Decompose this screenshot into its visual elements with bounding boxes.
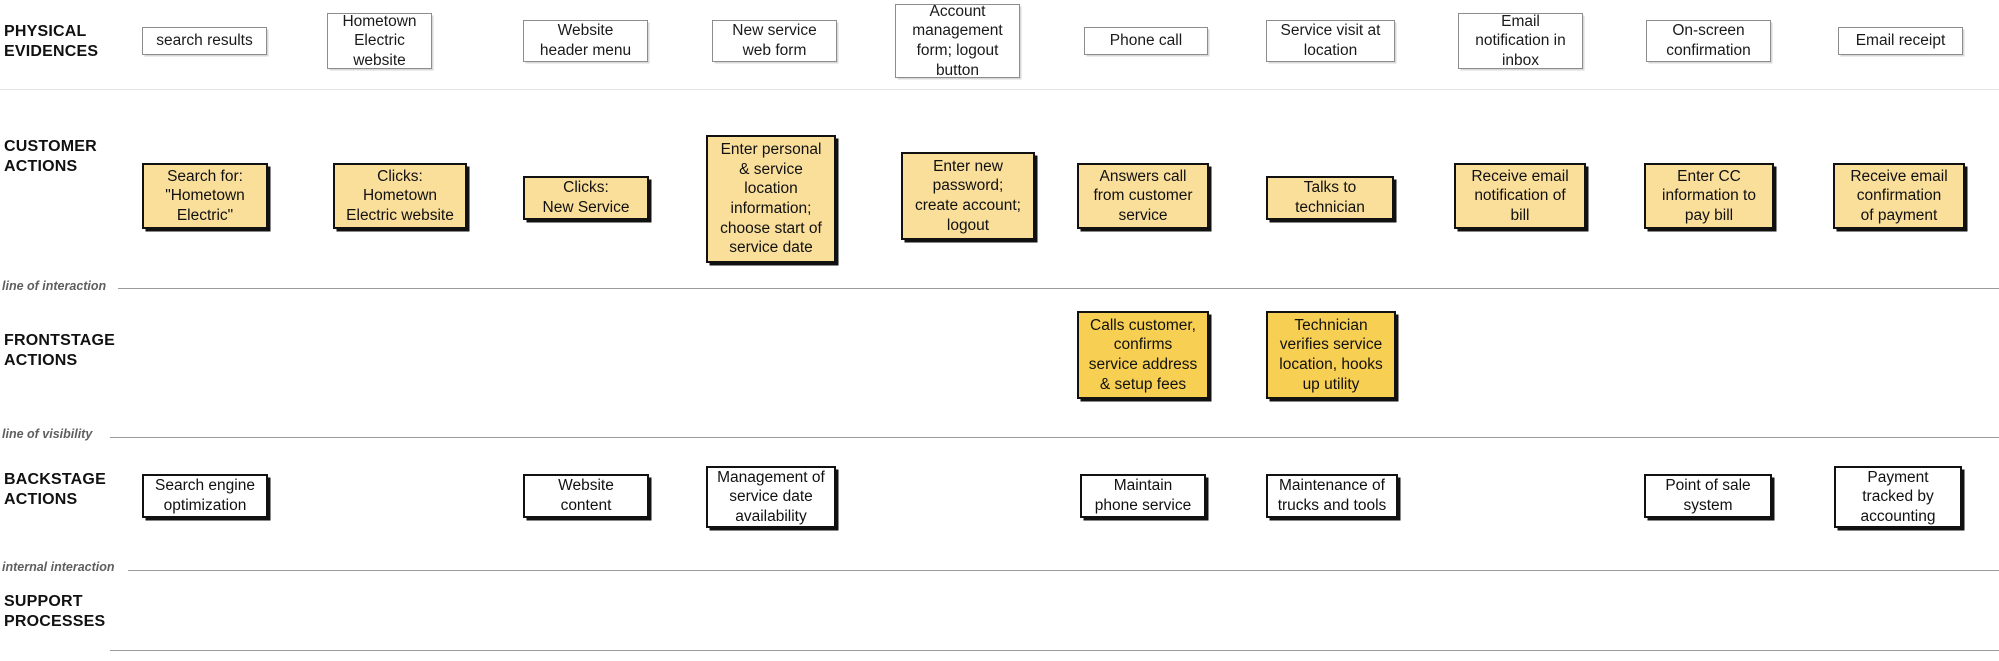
physical-evidence-box-on-screen-confirmation[interactable]: On-screen confirmation xyxy=(1646,20,1771,62)
physical-evidence-text: New service web form xyxy=(732,22,817,59)
physical-evidence-text: Phone call xyxy=(1109,32,1183,50)
customer-action-box-receive-email-notification-of-bill[interactable]: Receive email notification of bill xyxy=(1454,163,1586,229)
physical-evidence-text: Service visit at location xyxy=(1280,22,1381,59)
separator-label-line-of-interaction: line of interaction xyxy=(2,279,107,293)
backstage-action-box-maintain-phone-service[interactable]: Maintain phone service xyxy=(1080,474,1206,518)
separator-label-line-of-visibility: line of visibility xyxy=(2,427,93,441)
physical-evidence-text: search results xyxy=(156,32,253,50)
physical-evidence-text: Hometown Electric website xyxy=(342,12,417,69)
customer-action-box-enter-personal-service-location-info[interactable]: Enter personal & service location inform… xyxy=(706,135,836,263)
backstage-action-text: Search engine optimization xyxy=(155,477,255,514)
physical-evidence-box-email-notification-in-inbox[interactable]: Email notification in inbox xyxy=(1458,13,1583,69)
row-label-support-processes: SUPPORT PROCESSES xyxy=(4,593,106,630)
physical-evidence-box-phone-call[interactable]: Phone call xyxy=(1084,27,1208,55)
physical-evidence-box-account-management-form[interactable]: Account management form; logout button xyxy=(895,2,1020,79)
backstage-action-box-payment-tracked-by-accounting[interactable]: Payment tracked by accounting xyxy=(1834,466,1962,528)
backstage-action-text: Payment tracked by accounting xyxy=(1860,468,1936,525)
separator-line-of-visibility xyxy=(110,437,1999,438)
physical-evidence-text: Website header menu xyxy=(539,22,632,59)
backstage-action-box-point-of-sale-system[interactable]: Point of sale system xyxy=(1644,474,1772,518)
customer-action-box-enter-new-password-create-account-logout[interactable]: Enter new password; create account; logo… xyxy=(901,152,1035,240)
physical-evidence-box-email-receipt[interactable]: Email receipt xyxy=(1838,27,1963,55)
customer-action-text: Enter CC information to pay bill xyxy=(1662,167,1756,224)
backstage-action-text: Maintain phone service xyxy=(1094,477,1192,514)
customer-action-text: Talks to technician xyxy=(1295,179,1365,216)
physical-evidence-box-website-header-menu[interactable]: Website header menu xyxy=(523,20,648,62)
divider-support-processes xyxy=(110,650,1999,651)
backstage-action-text: Management of service date availability xyxy=(717,468,825,525)
customer-action-text: Clicks: New Service xyxy=(542,179,630,216)
customer-action-box-clicks-hometown-electric-website[interactable]: Clicks: Hometown Electric website xyxy=(333,163,467,229)
physical-evidence-box-hometown-electric-website[interactable]: Hometown Electric website xyxy=(327,13,432,69)
frontstage-action-text: Technician verifies service location, ho… xyxy=(1279,316,1383,393)
row-label-physical-evidences: PHYSICAL EVIDENCES xyxy=(4,23,99,60)
customer-action-box-talks-to-technician[interactable]: Talks to technician xyxy=(1266,176,1394,220)
physical-evidence-text: Email receipt xyxy=(1855,32,1946,50)
support-processes-lane xyxy=(142,585,1962,645)
backstage-action-box-search-engine-optimization[interactable]: Search engine optimization xyxy=(142,474,268,518)
customer-action-box-enter-cc-information-to-pay-bill[interactable]: Enter CC information to pay bill xyxy=(1644,163,1774,229)
customer-action-box-answers-call-from-customer-service[interactable]: Answers call from customer service xyxy=(1077,163,1209,229)
separator-label-internal-interaction: internal interaction xyxy=(2,560,115,574)
backstage-action-box-website-content[interactable]: Website content xyxy=(523,474,649,518)
customer-action-text: Search for: "Hometown Electric" xyxy=(165,167,245,224)
physical-evidence-box-new-service-web-form[interactable]: New service web form xyxy=(712,20,837,62)
customer-action-box-receive-email-confirmation-of-payment[interactable]: Receive email confirmation of payment xyxy=(1833,163,1965,229)
backstage-action-box-maintenance-of-trucks-and-tools[interactable]: Maintenance of trucks and tools xyxy=(1266,474,1398,518)
physical-evidence-box-search-results[interactable]: search results xyxy=(142,27,267,55)
row-label-customer-actions: CUSTOMER ACTIONS xyxy=(4,138,97,175)
divider-physical-evidence xyxy=(0,89,1999,90)
backstage-action-text: Maintenance of trucks and tools xyxy=(1277,477,1387,514)
separator-internal-interaction xyxy=(128,570,1999,571)
customer-action-text: Answers call from customer service xyxy=(1093,167,1193,224)
backstage-action-text: Point of sale system xyxy=(1665,477,1751,514)
row-label-frontstage-actions: FRONTSTAGE ACTIONS xyxy=(4,332,116,369)
frontstage-action-box-calls-customer-confirms-service-address[interactable]: Calls customer, confirms service address… xyxy=(1077,311,1209,399)
customer-action-box-clicks-new-service[interactable]: Clicks: New Service xyxy=(523,176,649,220)
backstage-action-box-management-of-service-date-availability[interactable]: Management of service date availability xyxy=(706,466,836,528)
physical-evidence-text: Email notification in inbox xyxy=(1475,12,1566,69)
physical-evidence-text: On-screen confirmation xyxy=(1666,22,1751,59)
customer-action-text: Receive email notification of bill xyxy=(1471,167,1569,224)
customer-action-box-search-for-hometown-electric[interactable]: Search for: "Hometown Electric" xyxy=(142,163,268,229)
backstage-action-text: Website content xyxy=(558,477,614,514)
frontstage-action-text: Calls customer, confirms service address… xyxy=(1088,316,1198,393)
customer-action-text: Receive email confirmation of payment xyxy=(1850,167,1948,224)
customer-action-text: Enter new password; create account; logo… xyxy=(915,157,1021,234)
customer-action-text: Enter personal & service location inform… xyxy=(720,141,822,257)
row-label-backstage-actions: BACKSTAGE ACTIONS xyxy=(4,471,106,508)
physical-evidence-text: Account management form; logout button xyxy=(912,2,1003,79)
frontstage-action-box-technician-verifies-service-location[interactable]: Technician verifies service location, ho… xyxy=(1266,311,1396,399)
separator-line-of-interaction xyxy=(118,288,1999,289)
customer-action-text: Clicks: Hometown Electric website xyxy=(346,167,454,224)
physical-evidence-box-service-visit-at-location[interactable]: Service visit at location xyxy=(1266,20,1395,62)
